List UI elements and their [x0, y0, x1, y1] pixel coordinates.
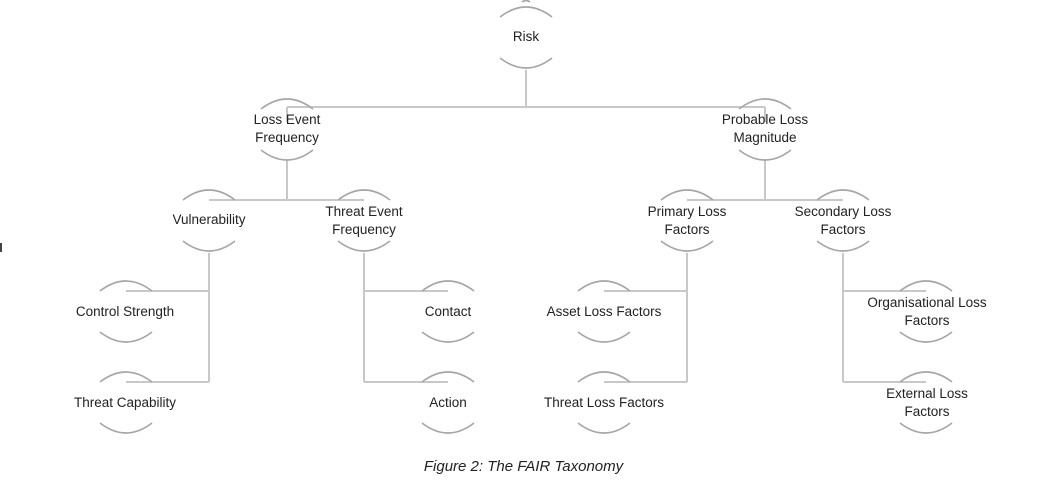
node-threat-loss-label: Threat Loss Factors	[543, 395, 665, 410]
arc-threatloss-top	[577, 371, 631, 383]
arc-org-top	[899, 280, 953, 292]
node-external-loss-factors: External Loss Factors	[867, 385, 987, 421]
arc-lef-bottom	[260, 149, 314, 161]
arc-org-bottom	[899, 331, 953, 343]
node-vuln-label: Vulnerability	[172, 212, 246, 227]
node-lef-line2: Frequency	[255, 130, 319, 145]
node-org-line2: Factors	[904, 313, 950, 328]
node-slf-line2: Factors	[820, 222, 866, 237]
node-plm-line2: Magnitude	[733, 130, 797, 145]
arc-plf-bottom	[660, 240, 714, 252]
node-contact-label: Contact	[424, 304, 472, 319]
node-action-label: Action	[429, 395, 467, 410]
arc-risk-topmark	[521, 0, 531, 3]
arc-capability-top	[99, 371, 153, 383]
node-secondary-loss-factors: Secondary Loss Factors	[773, 203, 913, 239]
node-tef-line2: Frequency	[332, 222, 396, 237]
arc-asset-bottom	[577, 331, 631, 343]
node-contact: Contact	[398, 303, 498, 321]
node-action: Action	[398, 394, 498, 412]
node-asset-loss-label: Asset Loss Factors	[546, 304, 662, 319]
node-tef-line1: Threat Event	[325, 204, 403, 219]
arc-action-bottom	[421, 422, 475, 434]
arc-capability-bottom	[99, 422, 153, 434]
node-control-strength-label: Control Strength	[75, 304, 175, 319]
node-asset-loss-factors: Asset Loss Factors	[529, 303, 679, 321]
arc-contact-top	[421, 280, 475, 292]
arc-risk-bottom	[499, 57, 553, 69]
arc-ext-bottom	[899, 422, 953, 434]
node-plm-line1: Probable Loss	[721, 112, 809, 127]
edge-tick-mark	[0, 243, 2, 252]
arc-tef-bottom	[337, 240, 391, 252]
arc-vuln-bottom	[182, 240, 236, 252]
node-ext-line1: External Loss	[886, 386, 968, 401]
arc-slf-top	[816, 189, 870, 201]
node-plf-line1: Primary Loss	[647, 204, 727, 219]
arc-plf-top	[660, 189, 714, 201]
arc-tef-top	[337, 189, 391, 201]
node-probable-loss-magnitude: Probable Loss Magnitude	[695, 111, 835, 147]
node-organisational-loss-factors: Organisational Loss Factors	[852, 294, 1002, 330]
node-lef-line1: Loss Event	[253, 112, 321, 127]
figure-caption: Figure 2: The FAIR Taxonomy	[423, 458, 624, 475]
node-vulnerability: Vulnerability	[149, 211, 269, 229]
node-control-strength: Control Strength	[55, 303, 195, 321]
node-threat-loss-factors: Threat Loss Factors	[524, 394, 684, 412]
node-arcs	[99, 0, 953, 434]
node-risk-label: Risk	[512, 29, 540, 44]
node-ext-line2: Factors	[904, 404, 950, 419]
arc-asset-top	[577, 280, 631, 292]
node-threat-capability: Threat Capability	[55, 394, 195, 412]
arc-vuln-top	[182, 189, 236, 201]
node-threat-event-frequency: Threat Event Frequency	[304, 203, 424, 239]
arc-control-bottom	[99, 331, 153, 343]
arc-threatloss-bottom	[577, 422, 631, 434]
node-plf-line2: Factors	[664, 222, 710, 237]
arc-plm-top	[738, 98, 792, 110]
arc-ext-top	[899, 371, 953, 383]
arc-risk-top	[499, 6, 553, 18]
node-risk: Risk	[486, 28, 566, 46]
arc-slf-bottom	[816, 240, 870, 252]
arc-control-top	[99, 280, 153, 292]
arc-plm-bottom	[738, 149, 792, 161]
node-org-line1: Organisational Loss	[867, 295, 987, 310]
node-primary-loss-factors: Primary Loss Factors	[627, 203, 747, 239]
arc-lef-top	[260, 98, 314, 110]
arc-contact-bottom	[421, 331, 475, 343]
arc-action-top	[421, 371, 475, 383]
node-threat-capability-label: Threat Capability	[73, 395, 177, 410]
node-loss-event-frequency: Loss Event Frequency	[227, 111, 347, 147]
node-slf-line1: Secondary Loss	[794, 204, 892, 219]
